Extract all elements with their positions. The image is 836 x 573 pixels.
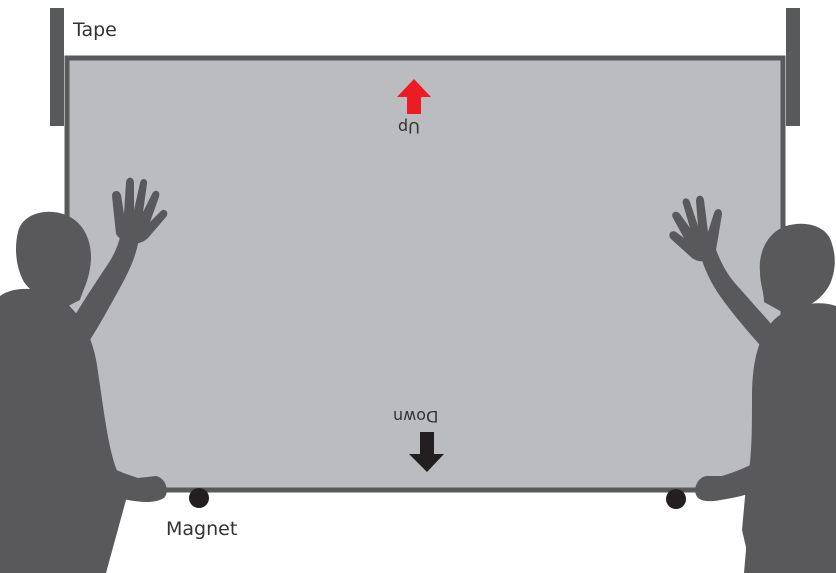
magnet-right	[666, 489, 686, 509]
tape-bar-right	[786, 8, 800, 126]
panel	[64, 55, 786, 493]
tape-bar-left	[50, 8, 64, 126]
person-right	[669, 195, 836, 573]
down-label: Down	[393, 407, 439, 426]
up-label: Up	[398, 118, 420, 137]
down-arrow-icon	[409, 432, 444, 472]
magnet-label: Magnet	[166, 518, 238, 540]
person-left	[0, 177, 168, 573]
tape-label: Tape	[73, 19, 117, 41]
up-arrow-icon	[397, 79, 431, 114]
magnet-left	[189, 488, 209, 508]
